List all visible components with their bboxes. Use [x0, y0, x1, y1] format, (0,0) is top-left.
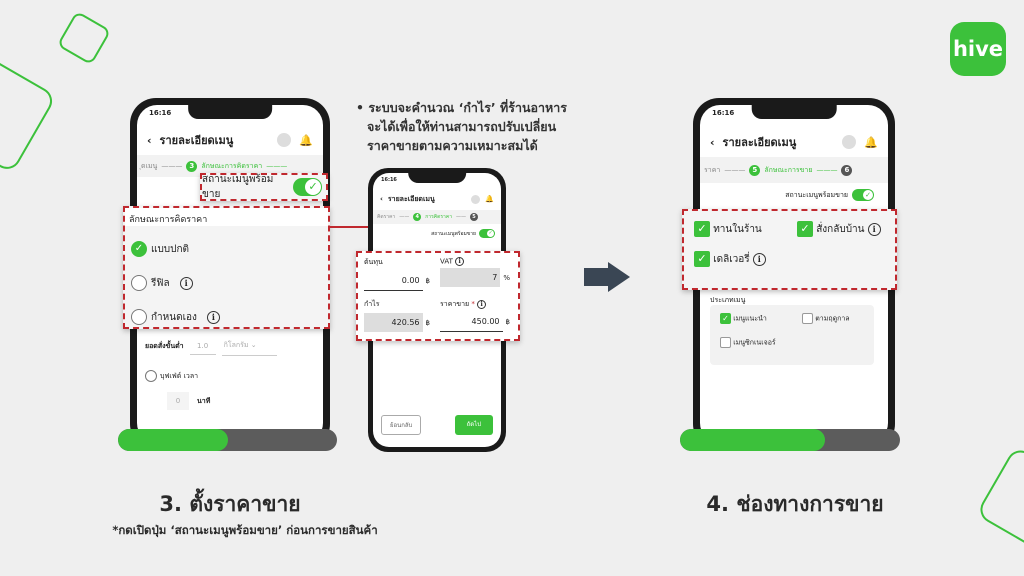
avatar[interactable]: [471, 194, 481, 204]
decor-hexagon: [56, 10, 112, 66]
channel-dine-in[interactable]: ✓ ทานในร้าน: [694, 221, 797, 237]
next-button[interactable]: ถัดไป: [454, 415, 493, 435]
status-time: 16:16: [149, 109, 172, 117]
price-input[interactable]: 450.00: [440, 312, 503, 332]
cost-input[interactable]: 0.00: [364, 271, 423, 291]
option-normal[interactable]: ✓แบบปกติ: [131, 232, 322, 266]
step-number: 3: [186, 160, 198, 172]
info-icon: i: [752, 252, 766, 266]
channel-takeaway[interactable]: ✓ สั่งกลับบ้าน i: [797, 221, 881, 237]
sales-channel-panel: ✓ ทานในร้าน ✓ สั่งกลับบ้าน i ✓ เดลิเวอรี…: [682, 209, 897, 290]
arrow-right-icon: [584, 268, 610, 286]
bell-icon[interactable]: 🔔: [299, 133, 313, 147]
back-button[interactable]: ย้อนกลับ: [381, 415, 422, 435]
profit-note: • ระบบจะคำนวณ ‘กำไร’ ที่ร้านอาหาร จะได้เ…: [356, 100, 568, 153]
type-recommended[interactable]: ✓ เมนูแนะนำ: [720, 313, 802, 325]
info-icon: i: [206, 310, 220, 324]
channel-delivery[interactable]: ✓ เดลิเวอรี่ i: [694, 251, 885, 267]
minutes-label: นาที: [197, 396, 211, 405]
caption-left: 3. ตั้งราคาขาย: [159, 492, 301, 516]
min-order-input[interactable]: 1.0: [189, 338, 216, 355]
cost-label: ต้นทุน: [364, 258, 383, 266]
bell-icon[interactable]: 🔔: [864, 135, 878, 149]
avatar[interactable]: [277, 133, 292, 147]
info-icon: i: [867, 222, 881, 236]
page-title: รายละเอียดเมนู: [159, 134, 234, 147]
hive-logo: hive: [950, 22, 1006, 76]
type-seasonal[interactable]: ตามฤดูกาล: [802, 313, 850, 325]
unit-select[interactable]: กิโลกรัม ⌄: [221, 336, 277, 356]
type-signature[interactable]: เมนูซิกเนเจอร์: [720, 336, 864, 349]
profit-label: กำไร: [364, 300, 380, 308]
profit-value: 420.56: [364, 313, 423, 332]
progress-bar-left: [118, 429, 337, 451]
decor-hexagon: [0, 56, 58, 174]
vat-input: 7: [440, 268, 501, 287]
caption-right: 4. ช่องทางการขาย: [706, 492, 884, 516]
ready-toggle[interactable]: [852, 189, 874, 201]
bell-icon[interactable]: 🔔: [485, 195, 494, 203]
minutes-input[interactable]: 0: [167, 392, 189, 410]
back-icon[interactable]: ‹: [147, 133, 152, 147]
back-icon[interactable]: ‹: [380, 195, 383, 203]
ready-toggle[interactable]: [479, 229, 495, 238]
decor-hexagon: [975, 445, 1024, 555]
step-prev: ุดเมนู: [141, 161, 158, 170]
ready-label: สถานะเมนูพร้อมขาย: [202, 174, 274, 200]
info-icon: i: [179, 276, 193, 290]
min-order-label: ยอดสั่งขั้นต่ำ: [145, 341, 184, 350]
avatar[interactable]: [842, 135, 857, 149]
page-title: รายละเอียดเมนู: [387, 194, 435, 203]
price-calc-panel: ต้นทุน 0.00฿ VAT i 7% กำไร 420.56฿ ราคาข…: [356, 251, 520, 341]
menu-type-title: ประเภทเมนู: [710, 296, 746, 304]
caption-left-note: *กดเปิดปุ่ม ‘สถานะเมนูพร้อมขาย’ ก่อนการข…: [112, 523, 378, 537]
ready-toggle-highlight: สถานะเมนูพร้อมขาย: [200, 173, 328, 201]
buffet-option[interactable]: บุฟเฟ่ต์ เวลา: [145, 370, 320, 382]
section-title: ลักษณะการคิดราคา: [125, 208, 328, 226]
back-icon[interactable]: ‹: [710, 135, 715, 149]
progress-bar-right: [680, 429, 900, 451]
step-label: ลักษณะการคิดราคา: [201, 161, 263, 170]
page-title: รายละเอียดเมนู: [722, 136, 797, 149]
ready-toggle[interactable]: [292, 178, 322, 196]
